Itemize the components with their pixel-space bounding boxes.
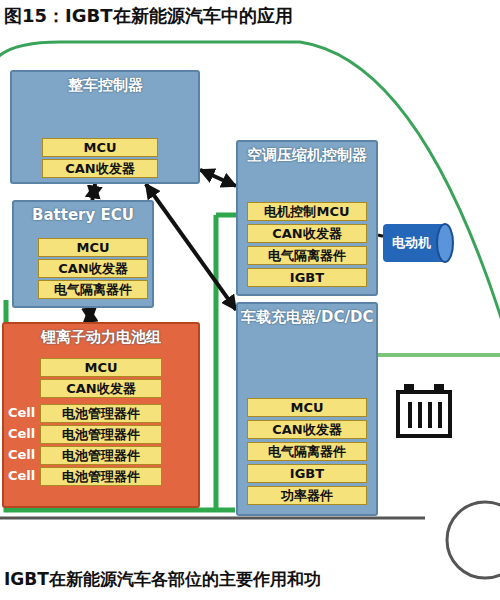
- component-label: 电气隔离器件: [248, 247, 366, 264]
- box-heading: 整车控制器: [12, 72, 198, 95]
- signal-arrow: [146, 184, 236, 310]
- component-chip: CAN收发器: [40, 379, 162, 398]
- motor-cylinder: [383, 224, 453, 262]
- cell-row: Cell电池管理器件: [8, 425, 162, 444]
- component-chip: 电气隔离器件: [247, 246, 367, 265]
- component-label: CAN收发器: [248, 421, 366, 438]
- cell-label: Cell: [8, 446, 38, 464]
- power-bus: [216, 213, 236, 218]
- car-floor-line: [0, 517, 425, 520]
- signal-arrow: [200, 170, 236, 186]
- component-label: MCU: [39, 239, 147, 256]
- cell-label: Cell: [8, 425, 38, 443]
- component-chip: 电机控制MCU: [247, 202, 367, 221]
- battery-pack-box: 锂离子动力电池组MCUCAN收发器Cell电池管理器件Cell电池管理器件Cel…: [2, 322, 200, 508]
- component-chip: MCU: [247, 398, 367, 417]
- box-heading: 锂离子动力电池组: [4, 324, 198, 347]
- box-heading: 车载充电器/DC/DC: [238, 304, 376, 327]
- component-label: MCU: [248, 399, 366, 416]
- component-chip: CAN收发器: [38, 259, 148, 278]
- cell-label: Cell: [8, 404, 38, 422]
- component-chip: IGBT: [247, 464, 367, 483]
- battery-icon: [398, 384, 450, 436]
- component-label: 电机控制MCU: [248, 203, 366, 220]
- component-chip: MCU: [40, 358, 162, 377]
- controller-box: 车载充电器/DC/DC MCU CAN收发器电气隔离器件 IGBT 功率器件: [236, 302, 378, 516]
- cell-row: Cell电池管理器件: [8, 467, 162, 486]
- component-label: 电动机: [383, 226, 439, 260]
- component-label: 电池管理器件: [40, 425, 162, 444]
- cell-label: Cell: [8, 467, 38, 485]
- component-label: 电池管理器件: [40, 446, 162, 465]
- component-label: 功率器件: [248, 487, 366, 504]
- cell-row: Cell电池管理器件: [8, 404, 162, 423]
- component-label: MCU: [43, 139, 157, 156]
- motor-label: 电动机: [383, 226, 439, 260]
- signal-arrow: [92, 184, 95, 200]
- drive-line: [378, 235, 383, 236]
- wheel: [447, 502, 500, 578]
- component-chip: CAN收发器: [247, 420, 367, 439]
- component-chip: IGBT: [247, 268, 367, 287]
- component-label: IGBT: [248, 465, 366, 482]
- component-label: CAN收发器: [41, 380, 161, 397]
- car-body-line: [0, 42, 500, 330]
- power-bus: [378, 353, 500, 357]
- box-heading: 空调压缩机控制器: [238, 142, 376, 165]
- controller-box: 空调压缩机控制器电机控制MCU CAN收发器电气隔离器件 IGBT: [236, 140, 378, 296]
- signal-arrow: [89, 308, 91, 322]
- figure-title: 图15：IGBT在新能源汽车中的应用: [4, 4, 293, 28]
- component-chip: 功率器件: [247, 486, 367, 505]
- cell-row: Cell电池管理器件: [8, 446, 162, 465]
- controller-box: 整车控制器 MCU CAN收发器: [10, 70, 200, 184]
- component-label: 电池管理器件: [40, 404, 162, 423]
- component-chip: 电气隔离器件: [38, 280, 148, 299]
- component-chip: CAN收发器: [247, 224, 367, 243]
- component-label: 电池管理器件: [40, 467, 162, 486]
- component-chip: 电气隔离器件: [247, 442, 367, 461]
- component-label: CAN收发器: [248, 225, 366, 242]
- component-label: CAN收发器: [43, 160, 157, 177]
- component-label: IGBT: [248, 269, 366, 286]
- component-label: MCU: [41, 359, 161, 376]
- figure-caption: IGBT在新能源汽车各部位的主要作用和功: [4, 568, 321, 591]
- controller-box: Battery ECU MCU CAN收发器电气隔离器件: [12, 200, 154, 308]
- component-chip: MCU: [38, 238, 148, 257]
- box-heading: Battery ECU: [14, 202, 152, 225]
- component-chip: MCU: [42, 138, 158, 157]
- component-label: 电气隔离器件: [248, 443, 366, 460]
- component-label: CAN收发器: [39, 260, 147, 277]
- component-chip: CAN收发器: [42, 159, 158, 178]
- component-label: 电气隔离器件: [39, 281, 147, 298]
- power-bus: [214, 215, 219, 510]
